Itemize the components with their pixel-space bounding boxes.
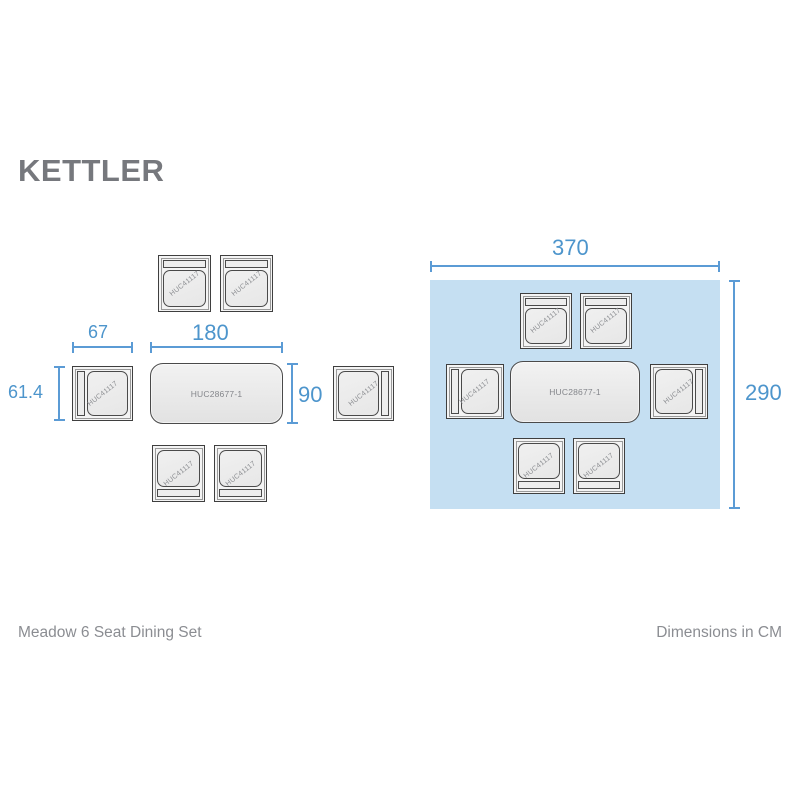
dimension-line-table-length — [150, 341, 283, 352]
dimension-line-chair-depth — [53, 366, 64, 421]
units-note-caption: Dimensions in CM — [656, 624, 782, 641]
component-dimensions-diagram: HUC41117 HUC41117 HUC41117 HUC28677-1 HU… — [0, 230, 400, 520]
chair-backrest — [163, 260, 206, 268]
chair-left-side: HUC41117 — [446, 364, 504, 419]
dimension-line-footprint-width — [430, 260, 720, 271]
dimension-value-table-width: 90 — [298, 382, 323, 407]
chair-backrest — [578, 481, 620, 489]
chair-seat — [525, 308, 567, 344]
chair-backrest — [77, 371, 85, 416]
dimension-value-chair-width: 67 — [88, 322, 109, 342]
table-part-code: HUC28677-1 — [190, 388, 243, 399]
chair-backrest — [695, 369, 703, 414]
dining-table: HUC28677-1 — [510, 361, 640, 423]
chair-seat — [578, 443, 620, 479]
chair-seat — [338, 371, 379, 416]
dimension-line-chair-width — [72, 341, 133, 352]
chair-seat — [585, 308, 627, 344]
chair-backrest — [585, 298, 627, 306]
chair-seat — [655, 369, 693, 414]
dimension-line-footprint-depth — [728, 280, 739, 509]
chair-seat — [87, 371, 128, 416]
chair-backrest — [225, 260, 268, 268]
chair-seat — [163, 270, 206, 307]
dimension-value-chair-depth: 61.4 — [8, 382, 44, 402]
chair-seat — [518, 443, 560, 479]
chair-top-right: HUC41117 — [220, 255, 273, 312]
chair-backrest — [381, 371, 389, 416]
dimension-value-table-length: 180 — [192, 320, 229, 345]
chair-top-left: HUC41117 — [520, 293, 572, 349]
chair-seat — [219, 450, 262, 487]
dimension-value-footprint-width: 370 — [552, 235, 589, 260]
chair-seat — [461, 369, 499, 414]
chair-right-side: HUC41117 — [650, 364, 708, 419]
chair-bottom-left: HUC41117 — [513, 438, 565, 494]
dining-table: HUC28677-1 — [150, 363, 283, 424]
dimension-value-footprint-depth: 290 — [745, 380, 782, 405]
chair-right-side: HUC41117 — [333, 366, 394, 421]
chair-backrest — [157, 489, 200, 497]
chair-bottom-right: HUC41117 — [573, 438, 625, 494]
chair-backrest — [219, 489, 262, 497]
footprint-layout-diagram: HUC41117 HUC41117 HUC41117 HUC28677-1 HU… — [400, 230, 800, 530]
chair-top-left: HUC41117 — [158, 255, 211, 312]
chair-left-side: HUC41117 — [72, 366, 133, 421]
product-name-caption: Meadow 6 Seat Dining Set — [18, 624, 202, 641]
chair-backrest — [451, 369, 459, 414]
kettler-logo: KETTLER — [18, 153, 165, 188]
chair-bottom-right: HUC41117 — [214, 445, 267, 502]
chair-seat — [157, 450, 200, 487]
table-part-code: HUC28677-1 — [549, 387, 601, 397]
chair-backrest — [518, 481, 560, 489]
chair-bottom-left: HUC41117 — [152, 445, 205, 502]
dimension-line-table-width — [286, 363, 297, 424]
chair-backrest — [525, 298, 567, 306]
chair-seat — [225, 270, 268, 307]
chair-top-right: HUC41117 — [580, 293, 632, 349]
